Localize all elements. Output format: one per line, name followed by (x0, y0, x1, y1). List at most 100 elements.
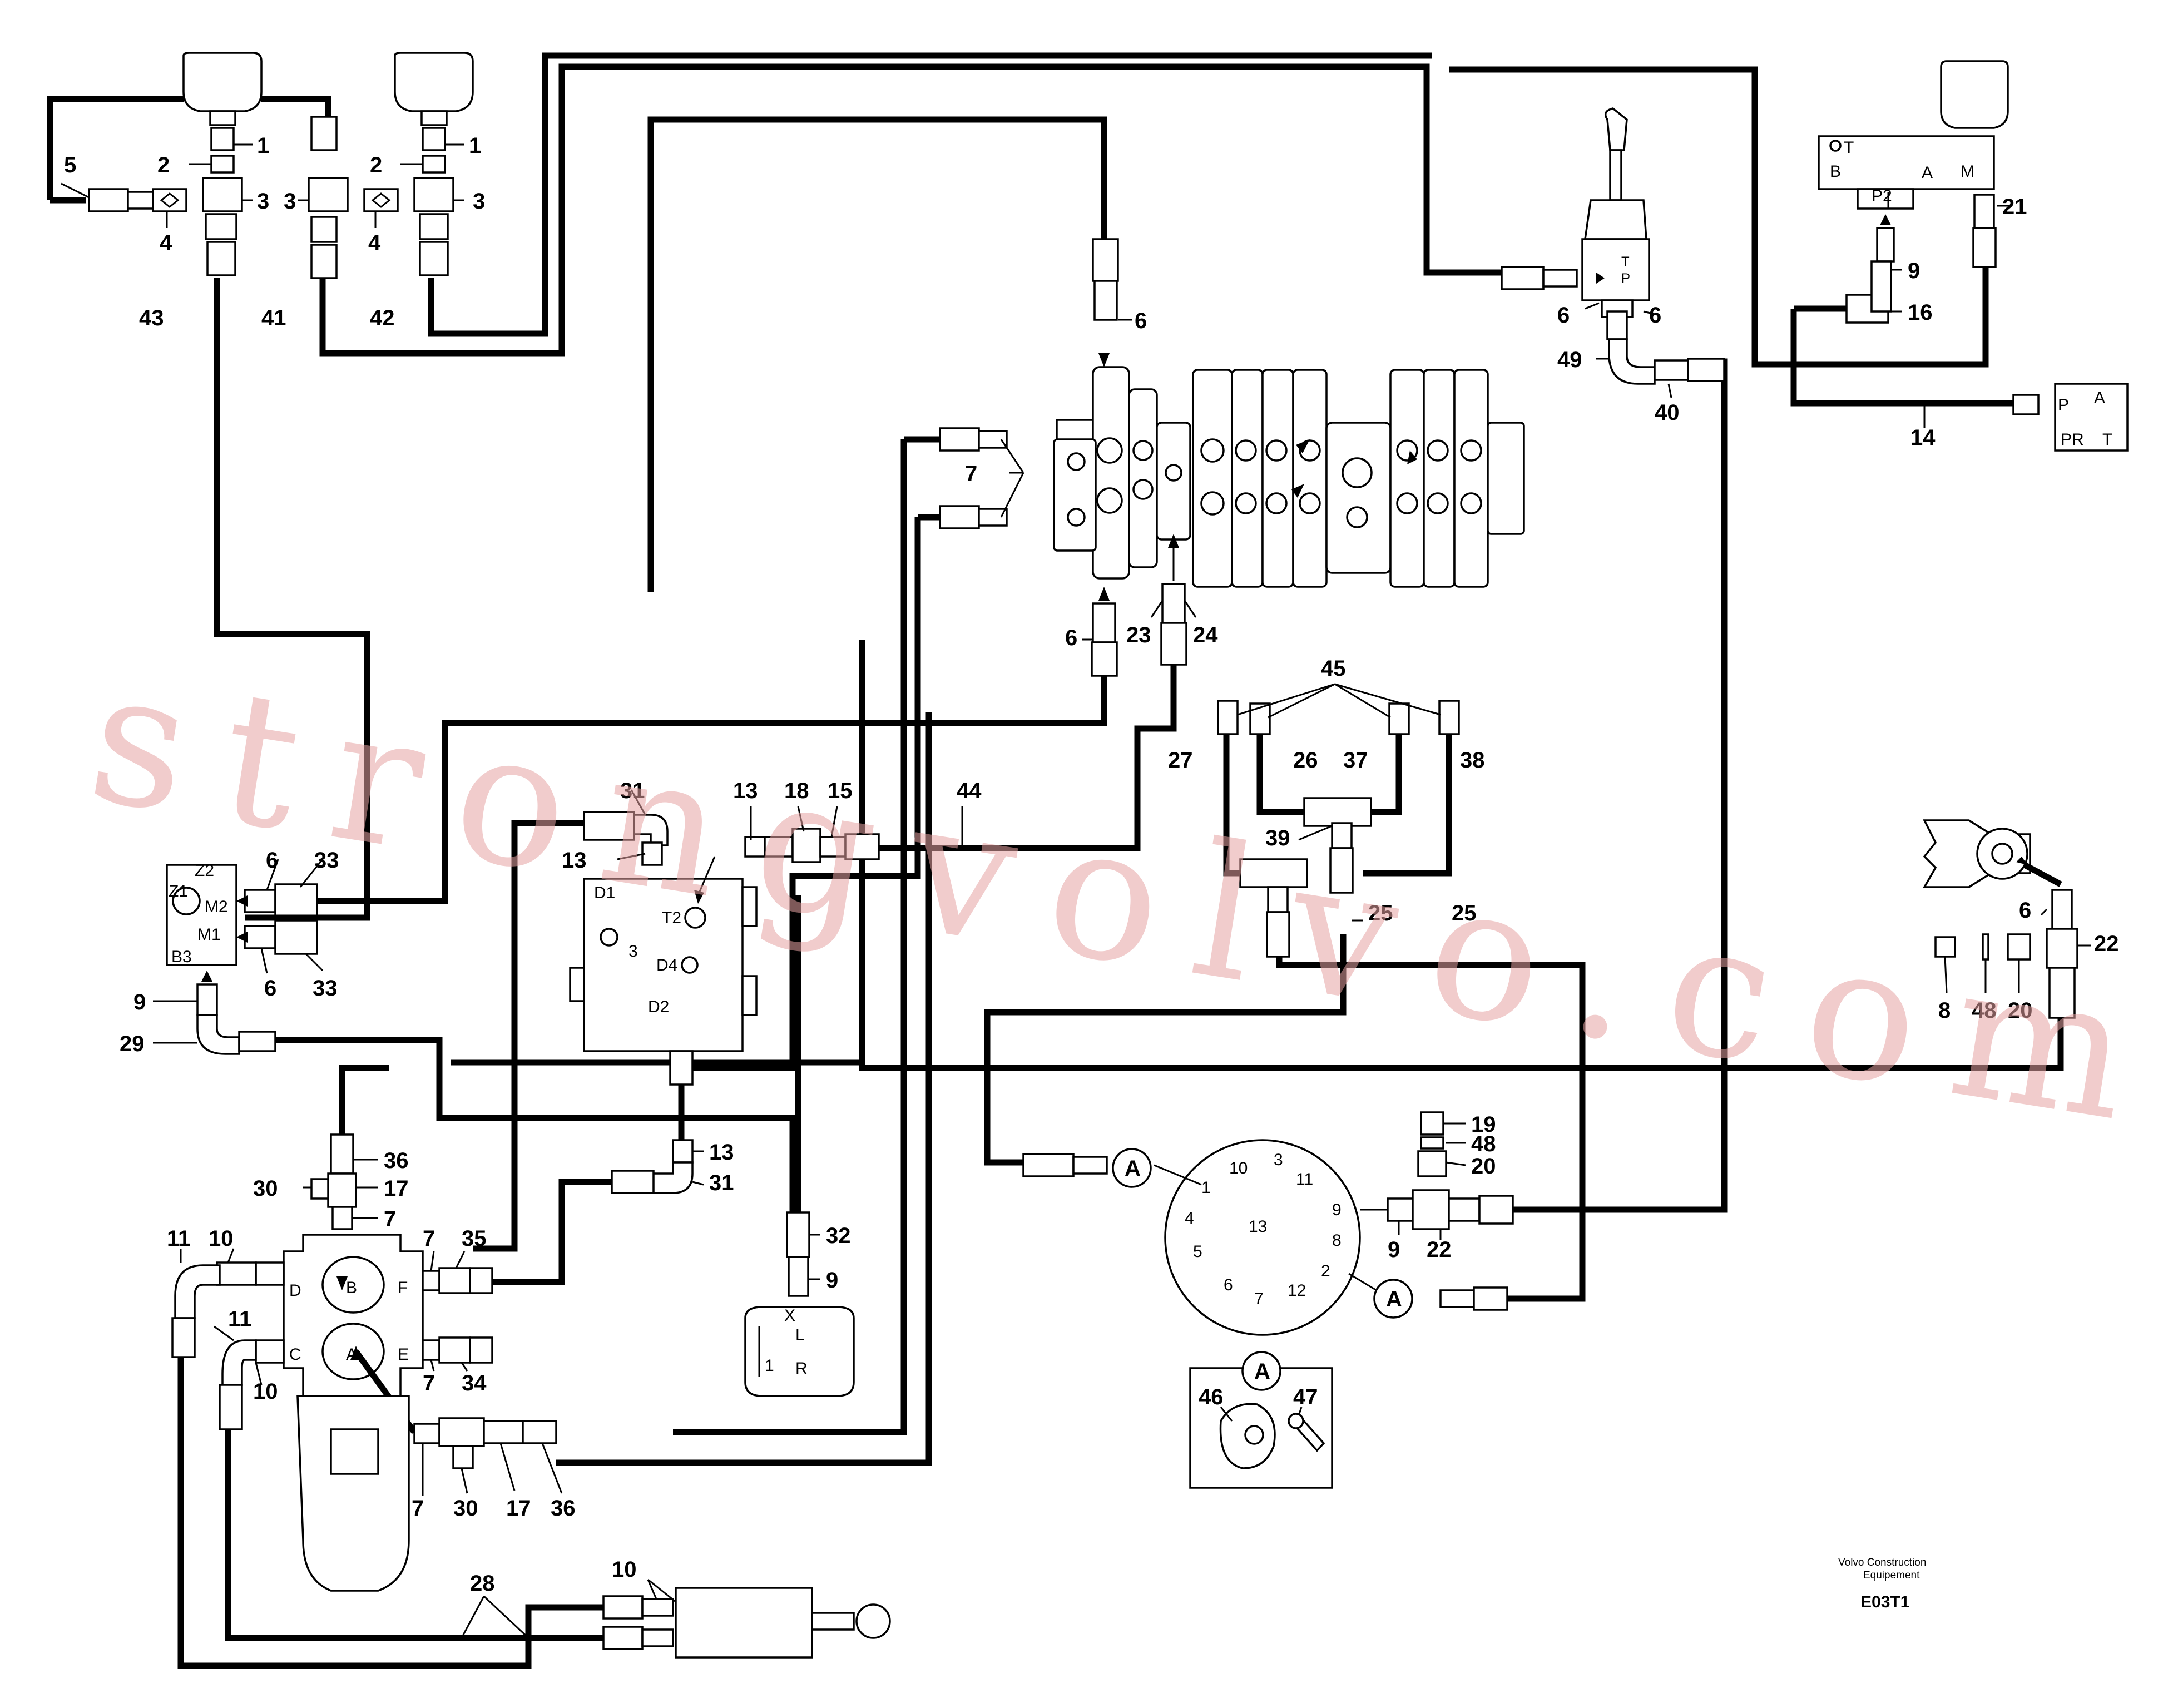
fitting-7-e (422, 1339, 440, 1361)
label-qP: P (2058, 396, 2069, 414)
solenoid-coil (330, 1428, 379, 1475)
hose-36-top (339, 1065, 389, 1135)
callout-13a: 13 (562, 848, 587, 873)
swivel-port-5: 5 (1193, 1242, 1202, 1261)
hose-35 (473, 820, 584, 1252)
label-d2: D2 (648, 998, 669, 1016)
callout-21: 21 (2002, 195, 2027, 219)
elbow-31b (650, 1161, 694, 1194)
valve-pilot-block (1053, 438, 1097, 552)
fitting-29 (238, 1031, 276, 1052)
callout-24: 24 (1193, 623, 1218, 647)
pilot-pedal-left (88, 52, 263, 276)
callout-9-sw: 9 (1388, 1237, 1400, 1262)
callout-14: 14 (1910, 425, 1936, 450)
fitting-27 (1217, 700, 1239, 735)
joystick-grip (1604, 107, 1628, 151)
swivel-port-8: 8 (1332, 1231, 1342, 1250)
swivel-port-4: 4 (1185, 1209, 1194, 1227)
flange-hole (1244, 1425, 1264, 1445)
hose-end-43 (206, 241, 236, 276)
ref-a2-leader (1348, 1273, 1377, 1291)
label-vF: F (398, 1279, 408, 1297)
arrow-in-23 (1168, 534, 1179, 548)
label-pT: T (1844, 138, 1854, 157)
callout-31a: 31 (620, 779, 645, 803)
tee-39-lower (1239, 858, 1308, 888)
callout-2b: 2 (370, 153, 382, 177)
valve-section-8 (1325, 422, 1392, 574)
hose-end-28a (602, 1595, 644, 1620)
fitting-23 (1161, 583, 1186, 624)
pedal-valve-body (1818, 135, 1995, 190)
fitting-1-right (422, 127, 446, 151)
hose-end-44 (844, 833, 880, 860)
valve-section-7 (1292, 369, 1328, 588)
main-control-valve (939, 238, 1525, 958)
label-qA: A (2094, 389, 2105, 407)
callout-33a: 33 (314, 848, 339, 873)
callout-7a: 7 (384, 1207, 396, 1231)
footer: Volvo Construction Equipement E03T1 (1838, 1557, 1926, 1611)
hose-44 (879, 665, 1177, 851)
elbow-11a (174, 1264, 221, 1319)
fitting-9-mid (788, 1256, 809, 1297)
label-vB: B (346, 1279, 357, 1297)
cylinder-barrel (675, 1587, 813, 1659)
fitting-34 (438, 1336, 471, 1364)
hose-end-40 (1687, 358, 1725, 382)
callout-3c: 3 (473, 189, 485, 214)
fitting-37 (1388, 702, 1410, 735)
valve-section-5 (1231, 369, 1264, 588)
swivel-port-2: 2 (1321, 1262, 1330, 1280)
tee-16-stem (1870, 260, 1892, 313)
hose-end-34 (469, 1336, 493, 1364)
callout-48-mid: 48 (1471, 1132, 1496, 1156)
callout-32: 32 (826, 1224, 851, 1248)
fitting-35 (438, 1267, 471, 1294)
fitting-9-left (196, 983, 218, 1016)
fitting-7-top (331, 1206, 353, 1230)
callout-23: 23 (1126, 623, 1151, 647)
fitting-9-sw (1387, 1197, 1414, 1222)
watermark: strongvolvo.com (77, 629, 2144, 1162)
callout-34: 34 (462, 1371, 487, 1395)
callout-7c: 7 (423, 1371, 435, 1395)
hose-end-24 (1160, 622, 1187, 666)
hose-37 (1363, 712, 1402, 815)
callout-numbers: 1 2 3 4 5 1 2 3 3 4 43 41 42 6 7 6 23 24… (64, 133, 2119, 1596)
ref-a2: A (1386, 1287, 1402, 1311)
fitting-a2 (1439, 1289, 1475, 1308)
tee-22-sw (1412, 1189, 1450, 1230)
valve-d1-3-circle (600, 928, 618, 947)
arrow-38 (1407, 450, 1417, 464)
arrow-27 (1296, 439, 1310, 453)
tee-39-upper (1303, 797, 1372, 827)
hose-36 (556, 712, 932, 1466)
hose-6-mid (400, 673, 1107, 904)
callout-11b: 11 (228, 1307, 251, 1331)
pedal-stem-left (209, 110, 236, 126)
swivel-port-13: 13 (1249, 1217, 1267, 1236)
hose-end-7a (939, 427, 980, 452)
check-valve-symbol-right (371, 192, 391, 208)
callout-7b: 7 (423, 1226, 435, 1251)
hose-31 (473, 1179, 640, 1285)
fitting-19 (1420, 1111, 1444, 1136)
check-valve-4-right (363, 188, 399, 212)
hose-28b (225, 1360, 528, 1641)
fitting-6-right (2051, 889, 2073, 930)
arrow-b3 (201, 971, 212, 982)
fitting-7-bottom (413, 1423, 440, 1444)
hose-end-42 (419, 241, 449, 276)
callout-22-right: 22 (2094, 932, 2119, 956)
fitting-a1 (1072, 1156, 1108, 1175)
fitting-30-top (310, 1178, 329, 1200)
hose-end-41 (310, 244, 338, 279)
hose-end-22-sw (1478, 1195, 1514, 1225)
callout-30b: 30 (453, 1496, 478, 1521)
callout-46: 46 (1199, 1385, 1224, 1409)
hose-43 (214, 278, 370, 921)
callout-9-mid: 9 (826, 1268, 838, 1293)
fitting-13a (641, 841, 663, 866)
